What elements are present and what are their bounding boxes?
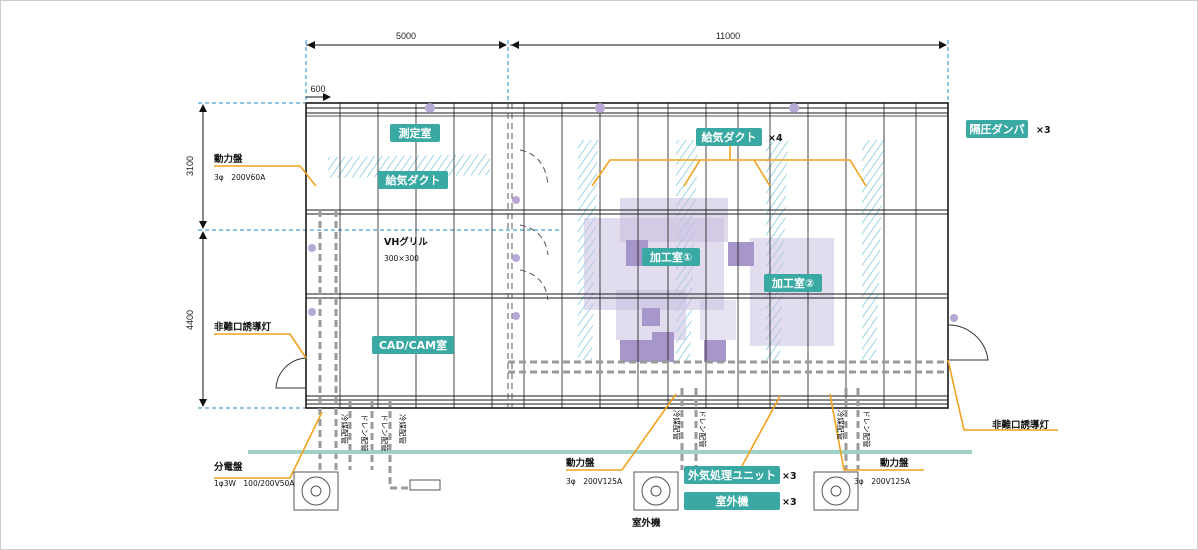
dim-width-right: 11000 <box>716 31 740 41</box>
note-dist-panel-spec: 1φ3W 100/200V50A <box>214 479 295 488</box>
tag-supply-duct-right-count: ×4 <box>768 133 783 144</box>
door-arcs <box>275 324 989 389</box>
building-outline <box>305 102 949 409</box>
dim-height-bottom: 4400 <box>185 310 195 330</box>
outdoor-units <box>293 471 859 511</box>
tag-outdoor-unit <box>684 492 780 510</box>
tag-measure-room <box>390 124 440 142</box>
tag-damper-count: ×3 <box>1036 125 1051 136</box>
tag-supply-duct-left <box>378 171 448 189</box>
tag-measure-room-text: 測定室 <box>399 126 432 140</box>
note-power-panel-mid-spec: 3φ 200V125A <box>566 477 623 486</box>
note-vh-grill: VHグリル <box>384 236 428 248</box>
note-power-panel-right-spec: 3φ 200V125A <box>854 477 911 486</box>
machine-blocks <box>620 240 754 362</box>
room-tags: 測定室 給気ダクト 給気ダクト ×4 CAD/CAM室 加工室① 加工室② 隔圧… <box>372 120 1051 510</box>
note-pipe-a-2: 冷媒配管 <box>398 414 408 444</box>
tag-process-room-1 <box>642 248 700 266</box>
tag-supply-duct-left-text: 給気ダクト <box>386 173 441 187</box>
note-pipe-a-1: 冷媒配管 <box>340 414 350 444</box>
tag-process-room-1-text: 加工室① <box>649 250 692 264</box>
pipe-runs <box>318 210 948 490</box>
tag-outdoor-unit-count: ×3 <box>782 497 797 508</box>
dimension-lines <box>199 41 947 407</box>
note-exit-light-left: 非難口誘導灯 <box>214 321 272 333</box>
tag-outdoor-unit-text: 室外機 <box>716 494 749 508</box>
dim-width-left: 5000 <box>396 31 416 41</box>
tag-supply-duct-right <box>696 128 762 146</box>
note-power-panel-mid: 動力盤 <box>566 457 595 469</box>
note-power-panel-right: 動力盤 <box>880 457 909 469</box>
note-power-panel-top-spec: 3φ 200V60A <box>214 173 266 182</box>
tag-cadcam-room-text: CAD/CAM室 <box>379 338 447 352</box>
note-pipe-b-3: ドレン配管 <box>698 410 708 448</box>
fixture-circles <box>308 103 958 322</box>
tag-supply-duct-right-text: 給気ダクト <box>702 130 757 144</box>
note-pipe-b-2: ドレン配管 <box>380 414 390 452</box>
dim-offset: 600 <box>310 84 325 94</box>
machine-area <box>584 198 834 346</box>
note-pipe-b-4: ドレン配管 <box>862 410 872 448</box>
tag-cadcam-room <box>372 336 454 354</box>
note-power-panel-top: 動力盤 <box>214 153 243 165</box>
note-vh-grill-spec: 300×300 <box>384 254 419 263</box>
note-pipe-a-4: 冷媒配管 <box>836 410 846 440</box>
dimension-guides <box>198 40 949 409</box>
notes: 動力盤 3φ 200V60A VHグリル 300×300 非難口誘導灯 分電盤 … <box>214 153 1050 529</box>
tag-process-room-2 <box>764 274 822 292</box>
structure-columns <box>339 103 917 408</box>
dim-height-top: 3100 <box>185 156 195 176</box>
tag-oa-unit-text: 外気処理ユニット <box>687 468 776 482</box>
note-outdoor-unit: 室外機 <box>632 517 661 529</box>
partitions <box>507 103 549 408</box>
note-pipe-a-3: 冷媒配管 <box>672 410 682 440</box>
tag-oa-unit-count: ×3 <box>782 471 797 482</box>
tag-damper <box>966 120 1028 138</box>
note-dist-panel: 分電盤 <box>214 461 243 473</box>
note-exit-light-right: 非難口誘導灯 <box>992 419 1050 431</box>
tag-oa-unit <box>684 466 780 484</box>
tag-damper-text: 隔圧ダンパ <box>970 122 1025 136</box>
leader-lines <box>214 146 1058 479</box>
tag-process-room-2-text: 加工室② <box>771 276 814 290</box>
note-pipe-b-1: ドレン配管 <box>360 414 370 452</box>
